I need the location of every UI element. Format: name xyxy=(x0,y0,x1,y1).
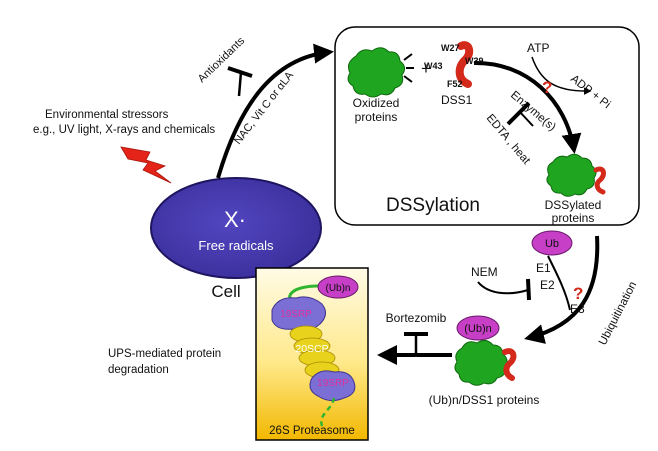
stressors-line2: e.g., UV light, X-rays and chemicals xyxy=(33,124,215,136)
nem-label: NEM xyxy=(471,265,498,279)
dssylation-box xyxy=(334,26,640,226)
ub-badge xyxy=(531,230,573,256)
dssylation-title: DSSylation xyxy=(386,195,480,216)
cell-label: Cell xyxy=(211,282,240,301)
enzyme-question-mark: ? xyxy=(542,78,552,97)
atp-label: ATP xyxy=(527,41,549,55)
dssylated-proteins-line2: proteins xyxy=(552,211,595,225)
ubiquitination-label: Ubiquitination xyxy=(597,280,639,348)
oxidation-damage-marks xyxy=(403,53,414,83)
atp-hydrolysis-arrow xyxy=(531,56,592,95)
ubn-dss1-protein-icon xyxy=(454,339,508,386)
edta-inhibit-bar xyxy=(506,101,531,126)
proteasome-ubn-label: (Ub)n xyxy=(325,283,350,294)
stressors-line1: Environmental stressors xyxy=(45,109,169,121)
adp-label: ADP + Pi xyxy=(568,73,612,111)
proteasome-top-cap xyxy=(271,296,326,331)
residue-w27: W27 xyxy=(441,43,460,53)
edta-heat-label: EDTA , heat xyxy=(484,112,533,167)
proteasome-cap-bottom-label: 19SRP xyxy=(317,378,349,389)
nem-inhibit-stem xyxy=(477,281,529,295)
lightning-bolt-icon xyxy=(120,146,172,184)
proteasome-core-label: 20SCP xyxy=(295,343,328,355)
e2-label: E2 xyxy=(540,278,555,292)
antioxidant-agents-label: NAC, Vit C or αLA xyxy=(232,69,296,147)
degraded-peptide-trail xyxy=(320,397,336,427)
proteasome-core-particle xyxy=(289,325,340,379)
ups-degradation-line2: degradation xyxy=(108,364,169,376)
proteasome-cap-top-label: 19SRP xyxy=(280,309,312,320)
plus-sign: + xyxy=(421,59,431,78)
oxidized-proteins-line2: proteins xyxy=(355,110,398,124)
dssylated-protein-icon xyxy=(546,153,597,197)
proteasome-label: 26S Proteasome xyxy=(269,425,355,437)
dssylated-proteins-line1: DSSylated xyxy=(545,198,602,212)
ubiquitination-arrow xyxy=(524,235,600,344)
nem-inhibit-bar xyxy=(526,278,531,301)
e3-question-mark: ? xyxy=(573,284,583,303)
proteasome-ubn-badge xyxy=(317,275,359,299)
e3-label: E3 xyxy=(570,302,585,316)
antioxidant-inhibit-bar xyxy=(227,66,253,78)
ubn-badge xyxy=(456,315,500,341)
oxidized-protein-icon xyxy=(347,47,406,98)
cell-body xyxy=(150,177,322,279)
oxidized-proteins-line1: Oxidized xyxy=(353,96,400,110)
dssylated-dss1-icon xyxy=(593,166,606,195)
ubn-dss1-proteins-label: (Ub)n/DSS1 proteins xyxy=(429,393,540,407)
edta-inhibit-stem xyxy=(518,110,534,127)
e1-label: E1 xyxy=(536,261,551,275)
free-radical-symbol: X· xyxy=(224,207,246,232)
ups-degradation-line1: UPS-mediated protein xyxy=(108,348,221,360)
dss1-peptide-icon xyxy=(455,41,474,88)
free-radicals-label: Free radicals xyxy=(198,238,274,253)
proteasome-bottom-cap xyxy=(309,370,356,402)
ub-recruit-arrow xyxy=(547,255,571,311)
dssylation-arrow xyxy=(473,60,582,154)
ub-label: Ub xyxy=(545,238,559,250)
residue-w43: W43 xyxy=(424,61,443,71)
radical-to-oxidation-arrow xyxy=(216,43,334,179)
antioxidant-inhibit-stem xyxy=(237,71,243,97)
ubn-dss1-peptide-icon xyxy=(502,348,517,381)
dss1-label: DSS1 xyxy=(441,93,473,107)
residue-f52: F52 xyxy=(447,79,463,89)
ubn-label: (Ub)n xyxy=(464,323,492,335)
bortezomib-label: Bortezomib xyxy=(386,311,447,325)
